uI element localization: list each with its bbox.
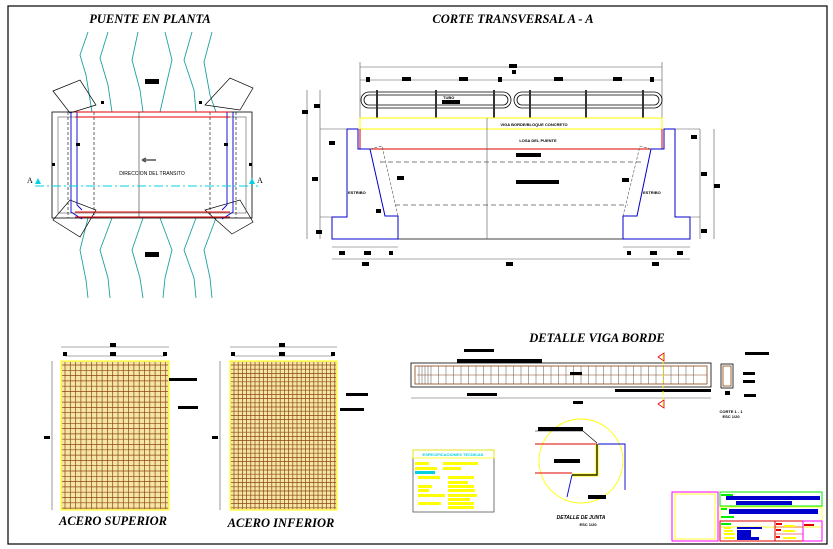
railing-posts xyxy=(376,90,644,118)
river-label-bottom xyxy=(145,252,159,257)
bottom-steel-title: ACERO INFERIOR xyxy=(227,516,335,530)
right-abutment xyxy=(622,128,700,240)
spec-box-cyan-line xyxy=(415,471,435,474)
title-block-project-name xyxy=(726,496,820,500)
title-block-sheet-name xyxy=(729,509,818,514)
joint-abutment-edge xyxy=(598,443,626,490)
joint-detail-scale: ESC 1/20 xyxy=(579,522,597,527)
beam-label: VIGA BORDE/BLOQUE CONCRETO xyxy=(500,122,567,127)
section-arrow-right-icon xyxy=(249,178,255,184)
dim-labels-top xyxy=(366,64,654,82)
top-mesh-dim-labels xyxy=(44,343,198,439)
handrail xyxy=(360,91,663,109)
title-block-logo-inner xyxy=(674,493,716,540)
spec-box-title: ESPECIFICACIONES TECNICAS xyxy=(423,452,484,457)
section-1-1-rebar xyxy=(722,365,732,387)
bottom-mesh-bars xyxy=(231,362,336,509)
tube-label-bar xyxy=(442,100,460,104)
bottom-mesh-dim-labels xyxy=(212,343,368,439)
sheet-border xyxy=(7,5,828,545)
title-block-sheet-frame xyxy=(719,506,823,528)
title-block-logo-frame xyxy=(671,491,719,542)
joint-detail-title: DETALLE DE JUNTA xyxy=(557,515,606,521)
dim-labels-side xyxy=(302,104,720,266)
section-1-1-scale: ESC 1/20 xyxy=(722,414,740,419)
section-1-1-outline xyxy=(720,363,734,389)
left-abutment xyxy=(320,128,399,240)
deck-label: LOSA DEL PUENTE xyxy=(519,138,557,143)
joint-leader xyxy=(582,430,598,444)
joint-seal-core xyxy=(572,444,598,476)
top-mesh-area xyxy=(60,360,170,511)
edge-beam-labels xyxy=(457,349,711,404)
abutments xyxy=(51,111,253,220)
edge-beam-outline xyxy=(410,362,712,388)
title-block-project-frame xyxy=(719,491,823,507)
section-mark-right: A xyxy=(257,176,263,185)
title-block-detail-label xyxy=(721,523,731,525)
deck-edges xyxy=(75,111,230,218)
abutment-right-label: ESTRIBO xyxy=(643,190,661,195)
span-dim-bar xyxy=(516,180,559,184)
title-block-sheet-number xyxy=(804,524,814,526)
bottom-steel-mesh: ACERO INFERIOR xyxy=(212,343,368,530)
spec-box-header xyxy=(412,449,495,459)
abutment-left-label: ESTRIBO xyxy=(348,190,366,195)
top-dimensions xyxy=(359,62,663,118)
joint-detail: DETALLE DE JUNTA ESC 1/20 xyxy=(535,418,626,527)
title-block-rev-lines xyxy=(775,523,803,539)
section-mark-left: A xyxy=(27,176,33,185)
title-block-sub-label xyxy=(721,516,734,518)
title-block-project-label xyxy=(721,494,733,496)
plan-view: PUENTE EN PLANTA xyxy=(27,12,263,299)
top-mesh-bars xyxy=(62,362,168,509)
traffic-direction-label: DIRECCION DEL TRANSITO xyxy=(119,171,185,177)
edge-beam-title: DETALLE VIGA BORDE xyxy=(528,331,664,345)
section-arrow-left-icon xyxy=(35,178,41,184)
cut-arrow-bottom-icon xyxy=(657,399,665,409)
spec-box-lines xyxy=(415,462,478,509)
title-block xyxy=(671,491,823,542)
section-1-1-label: CORTE 1 - 1 xyxy=(719,409,743,414)
top-steel-title: ACERO SUPERIOR xyxy=(58,514,167,528)
tube-label: TUBO xyxy=(443,95,454,100)
joint-labels xyxy=(538,427,606,499)
cross-section-title: CORTE TRANSVERSAL A - A xyxy=(432,12,593,26)
edge-beam-stirrups xyxy=(418,366,694,384)
top-steel-mesh: ACERO SUPERIOR xyxy=(44,343,198,528)
wingwalls xyxy=(52,77,254,238)
plan-dim-marks xyxy=(52,101,252,166)
title-block-sheet-number-frame xyxy=(802,520,823,542)
side-dimensions xyxy=(306,90,715,260)
section-1-1-labels xyxy=(725,352,769,397)
cut-arrow-top-icon xyxy=(657,352,665,362)
edge-beam-detail: DETALLE VIGA BORDE CORTE 1 - 1 ESC 1/20 xyxy=(410,331,769,419)
joint-wall-edge xyxy=(566,474,573,498)
joint-detail-circle xyxy=(538,418,624,504)
title-block-project-name-2 xyxy=(736,501,792,505)
traffic-arrow-icon xyxy=(141,157,156,163)
title-block-sheet-label xyxy=(721,508,727,510)
plan-view-title: PUENTE EN PLANTA xyxy=(89,12,211,26)
title-block-detail-blue xyxy=(737,527,762,540)
bottom-mesh-area xyxy=(229,360,338,511)
deck-dim-bar xyxy=(516,153,541,157)
title-block-detail-values xyxy=(724,527,735,539)
river-lines xyxy=(79,31,217,299)
river-label-top xyxy=(145,79,159,84)
spec-box: ESPECIFICACIONES TECNICAS xyxy=(412,449,495,513)
cross-section: CORTE TRANSVERSAL A - A xyxy=(302,12,720,266)
